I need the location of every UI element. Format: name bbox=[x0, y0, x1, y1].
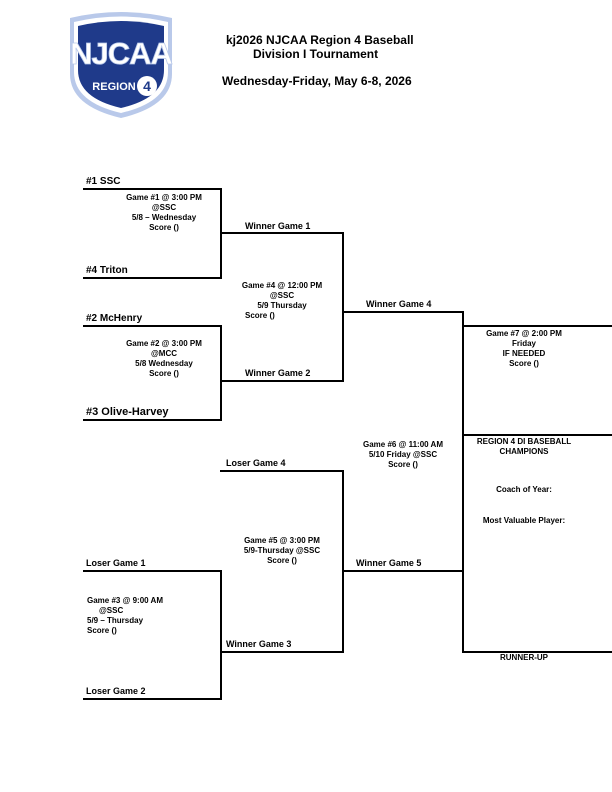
line-winner-game4 bbox=[342, 311, 464, 313]
slot-loser-game4: Loser Game 4 bbox=[226, 458, 286, 468]
team-seed4-triton: #4 Triton bbox=[86, 265, 128, 276]
game7-time: Game #7 @ 2:00 PM bbox=[486, 329, 562, 338]
line-loser-game4 bbox=[220, 470, 344, 472]
game1-time: Game #1 @ 3:00 PM bbox=[126, 193, 202, 202]
line-winner-game3 bbox=[220, 651, 344, 653]
game2-date: 5/8 Wednesday bbox=[135, 359, 193, 368]
line-seed2 bbox=[83, 325, 222, 327]
team-seed1-ssc: #1 SSC bbox=[86, 176, 121, 187]
coach-of-year-label: Coach of Year: bbox=[496, 485, 552, 494]
slot-loser-game2: Loser Game 2 bbox=[86, 686, 146, 696]
game5-score: Score () bbox=[267, 556, 297, 565]
game7-if-needed: IF NEEDED bbox=[502, 349, 546, 358]
game1-info: Game #1 @ 3:00 PM @SSC 5/8 – Wednesday S… bbox=[104, 193, 224, 233]
slot-winner-game3: Winner Game 3 bbox=[226, 639, 292, 649]
line-loser-game1 bbox=[83, 570, 222, 572]
line-runner-up bbox=[462, 651, 612, 653]
game3-location: @SSC bbox=[99, 606, 124, 615]
game3-time: Game #3 @ 9:00 AM bbox=[87, 596, 163, 605]
game1-date: 5/8 – Wednesday bbox=[131, 213, 197, 222]
line-game4-connector bbox=[342, 232, 344, 382]
game4-score: Score () bbox=[245, 311, 275, 320]
game5-date-location: 5/9-Thursday @SSC bbox=[243, 546, 321, 555]
logo-region-text: REGION bbox=[92, 81, 135, 93]
game6-date-location: 5/10 Friday @SSC bbox=[368, 450, 438, 459]
game7-info: Game #7 @ 2:00 PM Friday IF NEEDED Score… bbox=[464, 329, 584, 369]
slot-winner-game4: Winner Game 4 bbox=[366, 299, 432, 309]
line-winner-game5 bbox=[342, 570, 464, 572]
logo-region-number: 4 bbox=[143, 78, 151, 94]
game6-score: Score () bbox=[388, 460, 418, 469]
game2-info: Game #2 @ 3:00 PM @MCC 5/8 Wednesday Sco… bbox=[104, 339, 224, 379]
team-seed3-olive-harvey: #3 Olive-Harvey bbox=[86, 406, 169, 418]
game3-date: 5/9 – Thursday bbox=[87, 616, 144, 625]
game2-time: Game #2 @ 3:00 PM bbox=[126, 339, 202, 348]
runner-up-label: RUNNER-UP bbox=[500, 653, 548, 662]
tournament-dates: Wednesday-Friday, May 6-8, 2026 bbox=[222, 74, 412, 88]
slot-winner-game1: Winner Game 1 bbox=[245, 221, 311, 231]
line-champion bbox=[462, 434, 612, 436]
line-winner-game1 bbox=[220, 232, 344, 234]
game5-info: Game #5 @ 3:00 PM 5/9-Thursday @SSC Scor… bbox=[222, 536, 342, 566]
game1-score: Score () bbox=[149, 223, 179, 232]
tournament-title: kj2026 NJCAA Region 4 Baseball bbox=[226, 33, 414, 47]
champions-line2: CHAMPIONS bbox=[499, 447, 549, 456]
njcaa-region-4-logo: NJCAA REGION 4 bbox=[70, 12, 174, 118]
logo-main-text: NJCAA bbox=[70, 36, 172, 71]
line-loser-game2 bbox=[83, 698, 222, 700]
game4-info: Game #4 @ 12:00 PM @SSC 5/9 Thursday Sco… bbox=[222, 281, 342, 321]
game6-info: Game #6 @ 11:00 AM 5/10 Friday @SSC Scor… bbox=[343, 440, 463, 470]
line-game6-connector bbox=[462, 311, 464, 651]
line-winner-game2 bbox=[220, 380, 344, 382]
line-game5-connector bbox=[342, 470, 344, 653]
line-game3-connector bbox=[220, 570, 222, 700]
line-seed3 bbox=[83, 419, 222, 421]
game2-score: Score () bbox=[149, 369, 179, 378]
line-game7-top bbox=[462, 325, 612, 327]
tournament-division: Division I Tournament bbox=[253, 47, 379, 61]
game3-info: Game #3 @ 9:00 AM @SSC 5/9 – Thursday Sc… bbox=[87, 596, 163, 636]
game3-score: Score () bbox=[87, 626, 117, 635]
champions-heading: REGION 4 DI BASEBALL CHAMPIONS bbox=[464, 437, 584, 457]
game5-time: Game #5 @ 3:00 PM bbox=[244, 536, 320, 545]
game6-time: Game #6 @ 11:00 AM bbox=[363, 440, 443, 449]
game4-time: Game #4 @ 12:00 PM bbox=[241, 281, 323, 290]
line-seed4 bbox=[83, 277, 222, 279]
line-game2-connector bbox=[220, 325, 222, 421]
game4-date: 5/9 Thursday bbox=[257, 301, 307, 310]
champions-line1: REGION 4 DI BASEBALL bbox=[476, 437, 572, 446]
slot-loser-game1: Loser Game 1 bbox=[86, 558, 146, 568]
mvp-label: Most Valuable Player: bbox=[482, 516, 566, 525]
slot-winner-game5: Winner Game 5 bbox=[356, 558, 422, 568]
line-seed1 bbox=[83, 188, 222, 190]
team-seed2-mchenry: #2 McHenry bbox=[86, 313, 143, 324]
slot-winner-game2: Winner Game 2 bbox=[245, 368, 311, 378]
logo-region-circle bbox=[137, 76, 157, 96]
game2-location: @MCC bbox=[150, 349, 178, 358]
game1-location: @SSC bbox=[151, 203, 177, 212]
game7-score: Score () bbox=[509, 359, 539, 368]
game7-day: Friday bbox=[511, 339, 536, 348]
game4-location: @SSC bbox=[269, 291, 295, 300]
